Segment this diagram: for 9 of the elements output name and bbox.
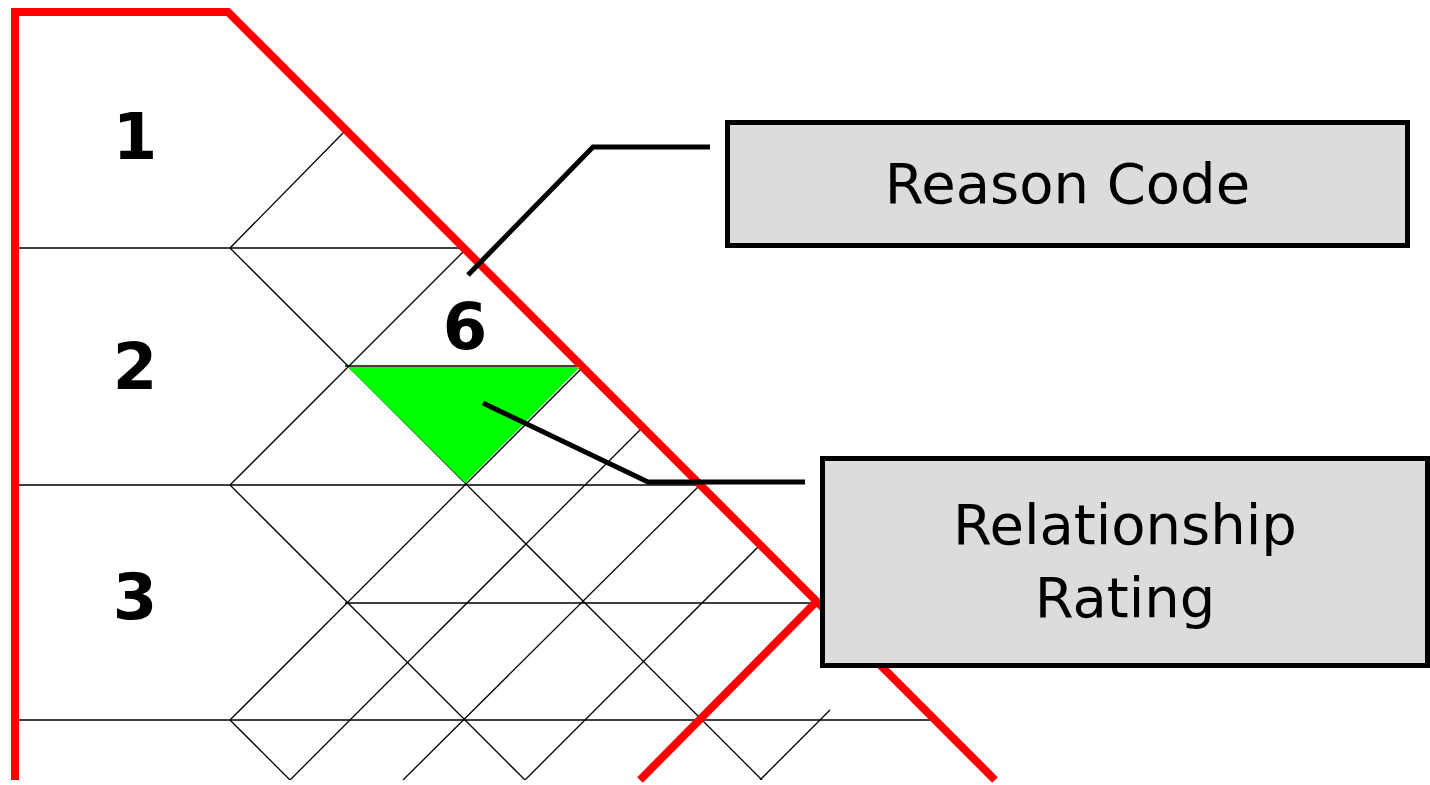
callout-label: Reason Code bbox=[725, 120, 1410, 248]
leader-line bbox=[466, 144, 710, 277]
row-number: 2 bbox=[111, 335, 159, 399]
leader-line bbox=[481, 400, 805, 485]
row-number: 1 bbox=[111, 105, 159, 169]
rating-triangle bbox=[348, 367, 580, 483]
row-number: 3 bbox=[111, 565, 159, 629]
callout-label: Relationship Rating bbox=[820, 456, 1430, 668]
reason-code-number: 6 bbox=[425, 295, 505, 359]
